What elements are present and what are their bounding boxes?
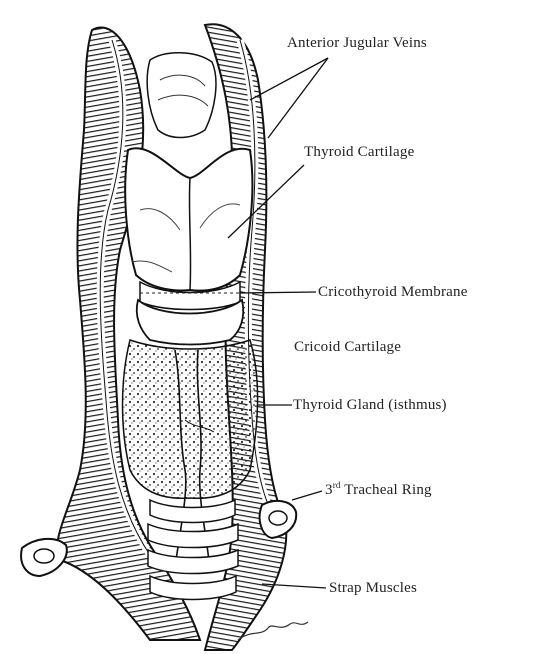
label-thyroid-gland: Thyroid Gland (isthmus) xyxy=(293,396,447,414)
label-cricoid-cartilage: Cricoid Cartilage xyxy=(294,338,401,356)
tracheal-ring-suffix: rd xyxy=(333,480,341,490)
right-vein-stump xyxy=(260,501,297,538)
label-tracheal-ring: 3rd Tracheal Ring xyxy=(325,481,432,499)
label-thyroid-cartilage: Thyroid Cartilage xyxy=(304,143,414,161)
thyroid-cartilage-shape xyxy=(125,148,252,290)
tracheal-ring-text: Tracheal Ring xyxy=(344,482,431,498)
tracheal-ring-ordinal: 3 xyxy=(325,482,333,498)
thyroid-isthmus-shape xyxy=(123,340,258,498)
label-cricothyroid-membrane: Cricothyroid Membrane xyxy=(318,283,468,301)
label-anterior-jugular-veins: Anterior Jugular Veins xyxy=(287,34,427,52)
label-strap-muscles: Strap Muscles xyxy=(329,579,417,597)
left-vein-stump xyxy=(21,539,67,576)
trachea-rings xyxy=(148,500,238,600)
